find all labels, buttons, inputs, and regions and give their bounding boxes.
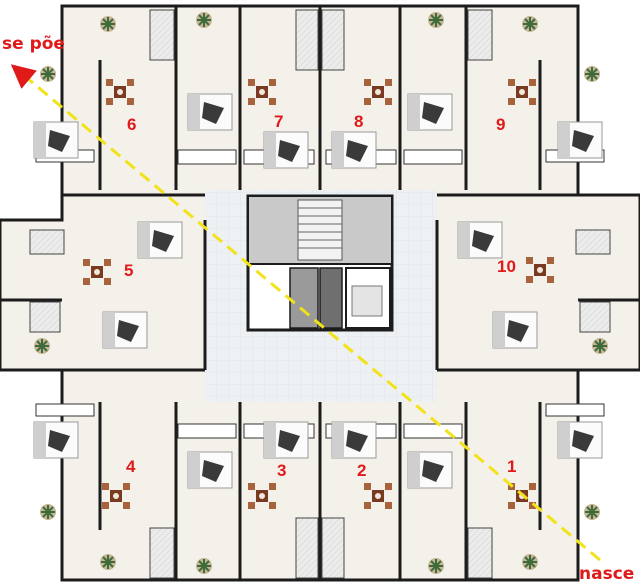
unit-5-label: 5: [124, 261, 134, 280]
sunset-label: se põe: [2, 34, 65, 54]
unit-8-label: 8: [354, 112, 364, 131]
unit-2-label: 2: [357, 461, 367, 480]
unit-9-label: 9: [496, 115, 506, 134]
interior-walls: [0, 6, 640, 580]
sun-path-line: [10, 64, 601, 562]
unit-1-label: 1: [507, 457, 517, 476]
unit-4-label: 4: [126, 457, 136, 476]
sunrise-label: nasce: [579, 564, 635, 584]
unit-7-label: 7: [274, 112, 284, 131]
unit-10-label: 10: [497, 257, 516, 276]
stair-elevator-core: [246, 194, 394, 332]
wet-areas: [29, 9, 611, 579]
unit-6-label: 6: [127, 115, 137, 134]
unit-3-label: 3: [277, 461, 287, 480]
